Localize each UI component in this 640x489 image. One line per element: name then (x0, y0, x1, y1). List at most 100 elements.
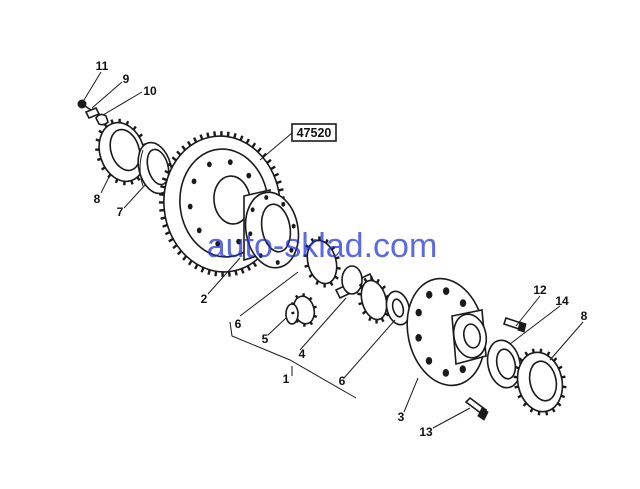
ring-gear-bolt-hole (215, 240, 221, 247)
nut-tooth (114, 178, 119, 184)
ring-gear-bolt-hole (227, 159, 233, 166)
bearing-cup-7 (137, 141, 173, 195)
ring-gear-tooth (167, 162, 174, 168)
pinion-tooth (290, 301, 295, 306)
ring-gear-tooth (161, 177, 168, 182)
case-bolt-hole (258, 253, 263, 259)
case-window (415, 308, 422, 317)
nut-tooth (556, 402, 562, 407)
side-gear-tooth (380, 317, 385, 323)
side-gear-tooth (363, 277, 368, 283)
ring-gear-tooth (207, 269, 211, 275)
side-gear-tooth (336, 266, 341, 270)
ring-gear-bolt-hole (246, 172, 252, 179)
bolt-12 (502, 316, 527, 333)
side-gear-tooth (304, 264, 309, 268)
side-gear-tooth (310, 237, 315, 243)
ring-gear-tooth (266, 158, 272, 164)
ring-gear-tooth (164, 230, 171, 236)
side-gear-tooth (384, 312, 390, 317)
nut-tooth (98, 129, 103, 134)
side-gear-tooth (330, 245, 336, 251)
ring-gear-bolt-hole (196, 227, 202, 234)
nut-tooth (529, 407, 534, 413)
callouts: 11 9 10 8 7 2 6 5 4 1 6 3 13 12 14 8 (94, 59, 588, 439)
callout-3: 3 (398, 410, 405, 424)
case-bolt-hole (250, 207, 255, 213)
leader-lines (83, 71, 584, 429)
lock-plate-9 (84, 106, 101, 120)
ring-gear-tooth (240, 268, 245, 274)
nut-tooth (518, 357, 524, 362)
callout-8-upper: 8 (94, 192, 101, 206)
ring-gear-tooth (245, 138, 250, 145)
nut-tooth (136, 176, 141, 181)
callout-6-upper: 6 (235, 317, 242, 331)
case-window (442, 287, 450, 295)
callout-11: 11 (96, 59, 109, 73)
side-gear-6-lower (357, 276, 391, 324)
side-gear-tooth (324, 238, 329, 244)
nut-tooth (96, 157, 102, 162)
side-gear-tooth (303, 254, 308, 258)
ring-gear-bolt-hole (206, 161, 212, 168)
nut-tooth (514, 385, 519, 389)
pinion-gear-5 (285, 293, 318, 327)
reference-box: 47520 (291, 123, 337, 142)
ring-gear-tooth (261, 152, 268, 158)
ring-gear-tooth (186, 140, 192, 147)
side-gear-tooth (315, 280, 320, 286)
pinion-tooth (309, 321, 314, 326)
ring-gear-tooth (256, 147, 262, 153)
ring-gear-tooth (270, 165, 276, 171)
nut-tooth (545, 411, 549, 416)
nut-tooth (110, 119, 114, 124)
ring-gear-tooth (234, 270, 238, 276)
ring-gear-tooth (214, 271, 218, 277)
thrust-washer (385, 290, 411, 326)
pinion-tooth (294, 294, 299, 299)
side-gear-tooth (329, 281, 334, 287)
nut-tooth (95, 138, 100, 142)
case-bolt-hole (248, 231, 253, 237)
pinion-tooth (313, 314, 318, 319)
case-window (459, 365, 466, 374)
callout-9: 9 (123, 72, 130, 86)
ring-gear-tooth (206, 132, 210, 138)
side-gear-6-upper (303, 236, 341, 288)
callout-5: 5 (262, 332, 269, 346)
ring-gear-tooth (239, 135, 244, 141)
bearing-cup-14 (486, 339, 522, 389)
nut-tooth (517, 394, 523, 399)
ring-gear-tooth (252, 261, 258, 268)
ring-gear-tooth (233, 133, 237, 139)
side-gear-tooth (368, 316, 372, 322)
ring-gear-tooth (227, 271, 231, 277)
clip-10 (95, 113, 109, 126)
ring-gear-tooth (278, 188, 284, 192)
side-gear-tooth (358, 301, 363, 306)
ring-gear-tooth (246, 265, 251, 271)
watermark-text: auto-sklad.com (207, 227, 438, 265)
ring-gear-tooth (200, 267, 205, 273)
callout-13: 13 (419, 425, 433, 439)
case-window (459, 299, 467, 307)
ring-gear-tooth (273, 172, 280, 178)
side-gear-tooth (358, 283, 364, 288)
callout-12: 12 (533, 283, 547, 297)
side-gear-tooth (305, 244, 310, 249)
nut-tooth (546, 351, 551, 357)
pinion-tooth (295, 319, 300, 324)
case-window (415, 333, 422, 342)
bolt-13 (464, 396, 489, 421)
side-gear-tooth (361, 310, 367, 315)
ring-gear-bolt-hole (191, 178, 197, 185)
nut-tooth (103, 123, 108, 128)
callout-4: 4 (299, 347, 306, 361)
ring-gear-tooth (187, 260, 193, 266)
differential-case-3 (406, 277, 488, 387)
ring-gear-tooth (159, 208, 165, 212)
pinion-tooth (308, 296, 313, 301)
nut-tooth (138, 133, 143, 138)
